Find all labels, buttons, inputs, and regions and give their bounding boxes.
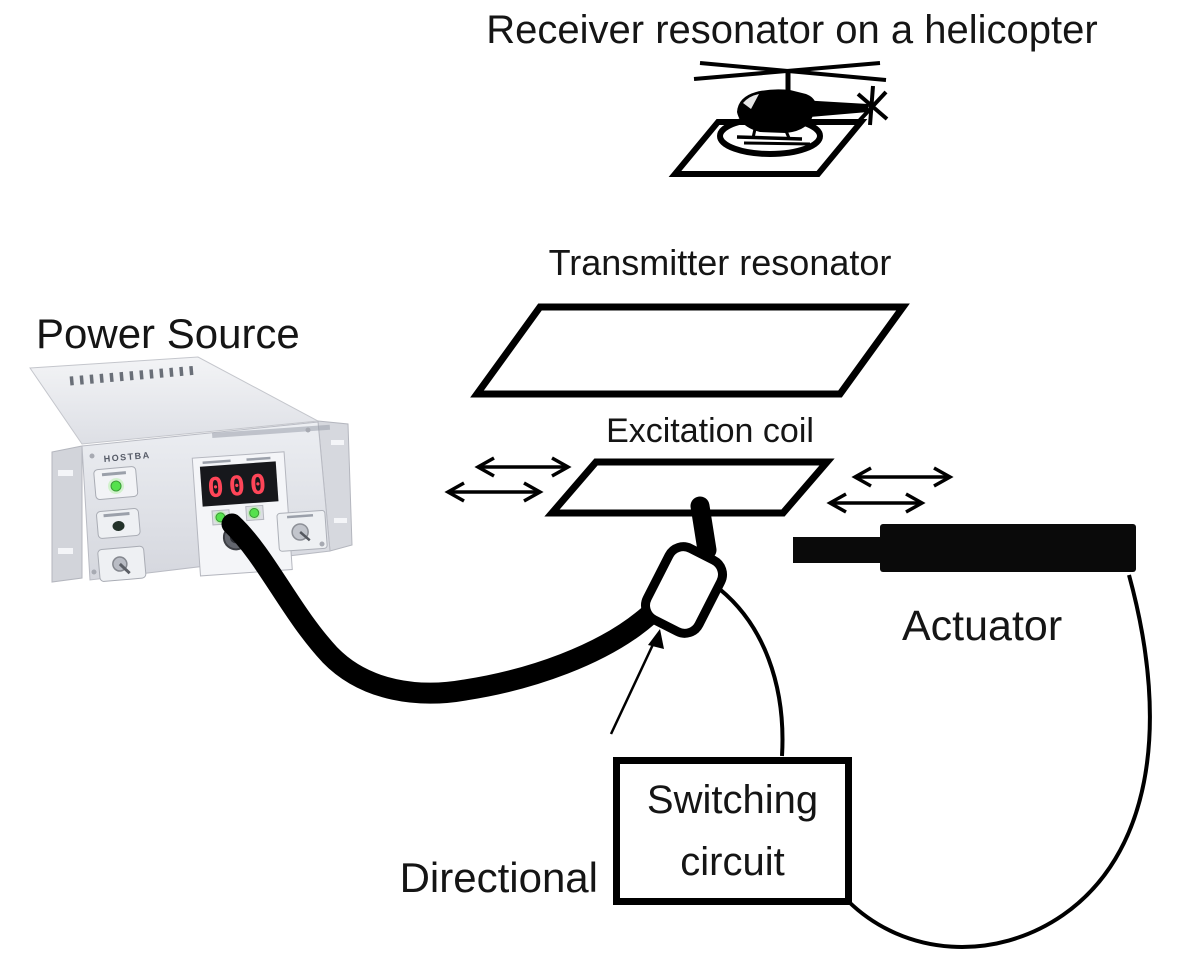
directional-coupler-label: Directional coupler xyxy=(330,718,598,959)
motion-arrow xyxy=(826,492,926,514)
switching-circuit-label-line1: Switching xyxy=(646,778,819,822)
screw xyxy=(91,569,97,575)
power-source-device: HOSTBA 000 xyxy=(29,356,353,583)
indicator-dark xyxy=(112,520,125,531)
control-wire-actuator-to-switch xyxy=(846,574,1152,949)
ear-slot xyxy=(58,548,73,554)
receiver-resonator-group xyxy=(668,61,889,177)
brand-text: HOSTBA xyxy=(103,450,151,464)
motion-arrow xyxy=(474,456,572,478)
display-value: 000 xyxy=(206,469,272,504)
excitation-coil-shape xyxy=(544,458,835,517)
directional-coupler-label-line1: Directional xyxy=(399,854,598,901)
screw xyxy=(305,427,311,433)
actuator-body xyxy=(880,524,1136,572)
actuator-label: Actuator xyxy=(902,602,1063,650)
control-wire-coupler-to-switch xyxy=(711,582,785,757)
motion-arrow xyxy=(444,481,544,503)
ear-slot xyxy=(334,518,347,523)
transmitter-resonator-label: Transmitter resonator xyxy=(548,242,892,283)
power-source-label: Power Source xyxy=(36,310,300,357)
led-display xyxy=(199,461,279,507)
switching-circuit-box: Switching circuit xyxy=(613,757,852,905)
excitation-coil-label: Excitation coil xyxy=(606,412,814,450)
actuator-shape xyxy=(793,524,1136,572)
motion-arrow xyxy=(851,466,954,488)
motion-arrows-right xyxy=(826,466,954,514)
receiver-resonator-label: Receiver resonator on a helicopter xyxy=(486,8,1098,52)
screw xyxy=(89,453,95,459)
panel-right-module xyxy=(276,509,328,552)
switching-circuit-label-line2: circuit xyxy=(680,840,785,884)
panel-left-modules xyxy=(93,466,147,582)
motion-arrows-left xyxy=(444,456,572,503)
rack-ear-left xyxy=(51,445,83,583)
vent-slots xyxy=(69,365,199,386)
excitation-feed-stub xyxy=(690,496,717,560)
screw xyxy=(319,541,325,547)
transmitter-resonator-shape xyxy=(470,303,910,398)
model-text-strip xyxy=(212,424,331,438)
helicopter-icon xyxy=(693,61,889,146)
pointer-line xyxy=(609,637,658,735)
directional-coupler-shape xyxy=(641,542,727,638)
ear-slot xyxy=(58,470,73,476)
actuator-rod xyxy=(793,537,883,563)
ear-slot xyxy=(331,440,344,445)
pointer-arrowhead xyxy=(648,629,664,649)
coax-cable xyxy=(221,513,659,704)
